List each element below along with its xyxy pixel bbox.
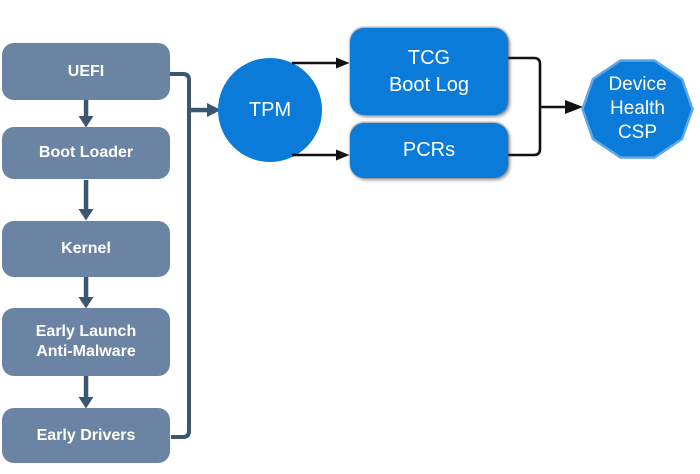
uefi-node: UEFI [2,43,170,100]
log-pcr-merge-bracket [508,56,542,157]
elam-node: Early Launch Anti-Malware [2,308,170,376]
early-drivers-label: Early Drivers [36,426,136,444]
tpm-node [218,58,322,162]
uefi-label: UEFI [67,62,105,80]
kernel-node: Kernel [2,221,170,277]
chain-arrow-elam-to-earlydrivers [78,376,94,409]
tpm-to-pcrs-arrow [292,149,350,161]
chain-arrow-kernel-to-elam [78,277,94,309]
boot-loader-node: Boot Loader [2,127,170,179]
bracket-to-tpm-arrow [187,103,221,117]
tcg-boot-log-line1: TCG [407,46,451,69]
chain-arrow-bootloader-to-kernel [78,180,94,221]
boot-loader-label: Boot Loader [38,144,134,161]
chain-arrow-uefi-to-bootloader [78,100,94,128]
tcg-boot-log-line2: Boot Log [388,73,470,96]
device-health-csp-node [581,59,694,159]
elam-label-line2: Anti-Malware [36,343,136,360]
pcrs-label: PCRs [402,139,456,161]
kernel-label: Kernel [61,240,111,257]
elam-label-line1: Early Launch [35,323,137,340]
tpm-to-tcgbootlog-arrow [292,57,350,69]
early-drivers-node: Early Drivers [2,408,170,463]
pcrs-node: PCRs [350,123,508,178]
merge-to-csp-arrow [540,100,583,114]
tcg-boot-log-node: TCG Boot Log [350,28,508,115]
measurement-bracket [170,72,191,439]
